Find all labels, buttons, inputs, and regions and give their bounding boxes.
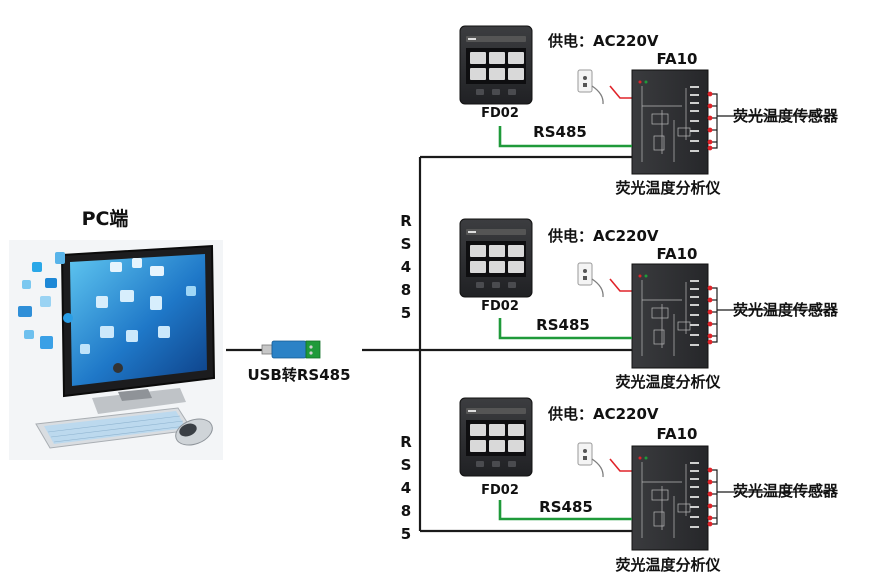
power-outlet-illustration <box>577 69 593 93</box>
fa10-analyzer-device <box>631 445 709 551</box>
app-icon <box>186 286 196 296</box>
bus-label-char: R <box>400 212 412 230</box>
power-label: 供电：AC220V <box>547 227 659 245</box>
converter-group: USB转RS485 <box>226 340 351 384</box>
fd02-display-panel <box>459 218 533 298</box>
sensor-label: 荧光温度传感器 <box>733 482 839 500</box>
bus-label-char: S <box>401 456 412 474</box>
app-icon <box>150 296 162 310</box>
fd02-label: FD02 <box>481 299 519 314</box>
unit-2: FD02 供电：AC220V FA10 荧光温度传感器 RS485 荧光温度分析… <box>459 218 839 391</box>
mouse-illustration <box>175 418 213 446</box>
app-icon <box>32 262 42 272</box>
app-icon <box>55 252 65 264</box>
power-wire <box>609 85 632 99</box>
fd02-display-panel <box>459 25 533 105</box>
fa10-analyzer-device <box>631 69 709 175</box>
bus-label-char: 4 <box>401 479 411 497</box>
power-wire <box>609 458 632 472</box>
converter-label: USB转RS485 <box>247 366 350 384</box>
rs485-bus <box>362 155 636 533</box>
app-icon <box>80 344 90 354</box>
power-cord <box>591 85 604 105</box>
app-icon <box>40 336 53 349</box>
sensor-label: 荧光温度传感器 <box>733 301 839 319</box>
fd02-label: FD02 <box>481 106 519 121</box>
app-icon <box>132 258 142 268</box>
app-icon <box>63 313 73 323</box>
unit-1: FD02 供电：AC220V FA10 荧光温度传感器 RS485 荧光温度分析… <box>459 25 839 197</box>
app-icon <box>96 296 108 308</box>
analyzer-label: 荧光温度分析仪 <box>615 556 721 574</box>
power-wire <box>609 278 632 292</box>
app-icon <box>24 330 34 339</box>
rs485-link <box>498 126 632 148</box>
usb-rs485-converter-illustration <box>261 340 321 359</box>
fa10-analyzer-device <box>631 263 709 369</box>
app-icon <box>110 262 122 272</box>
pc-group: PC端 <box>9 207 223 460</box>
bus-label-char: 5 <box>401 525 411 543</box>
mail-icon <box>18 306 32 317</box>
app-icon <box>120 290 134 302</box>
app-icon <box>40 296 51 307</box>
power-cord <box>591 278 604 298</box>
rs485-link-label: RS485 <box>536 316 590 334</box>
fa10-label: FA10 <box>656 425 697 443</box>
analyzer-label: 荧光温度分析仪 <box>615 373 721 391</box>
bus-label-char: 8 <box>401 502 411 520</box>
app-icon <box>45 278 57 288</box>
power-outlet-illustration <box>577 262 593 286</box>
bus-vertical-label-upper: R S 4 8 5 <box>400 212 412 322</box>
app-icon <box>158 326 170 338</box>
bus-label-char: S <box>401 235 412 253</box>
analyzer-label: 荧光温度分析仪 <box>615 179 721 197</box>
power-label: 供电：AC220V <box>547 32 659 50</box>
pc-monitor-illustration <box>18 244 216 414</box>
app-icon <box>150 266 164 276</box>
pc-title: PC端 <box>82 207 129 230</box>
power-cord <box>591 458 604 478</box>
rs485-link <box>498 318 632 340</box>
fa10-label: FA10 <box>656 50 697 68</box>
bus-label-char: 4 <box>401 258 411 276</box>
fd02-display-panel <box>459 397 533 477</box>
app-icon <box>126 330 138 342</box>
unit-3: FD02 供电：AC220V FA10 荧光温度传感器 RS485 荧光温度分析… <box>459 397 839 574</box>
rs485-link <box>498 500 632 521</box>
power-outlet-illustration <box>577 442 593 466</box>
bus-label-char: R <box>400 433 412 451</box>
app-icons <box>18 252 196 354</box>
bus-label-char: 8 <box>401 281 411 299</box>
app-icon <box>100 326 114 338</box>
rs485-link-label: RS485 <box>539 498 593 516</box>
fd02-label: FD02 <box>481 483 519 498</box>
sensor-label: 荧光温度传感器 <box>733 107 839 125</box>
power-label: 供电：AC220V <box>547 405 659 423</box>
fa10-label: FA10 <box>656 245 697 263</box>
bus-label-char: 5 <box>401 304 411 322</box>
keyboard-illustration <box>35 407 193 449</box>
rs485-link-label: RS485 <box>533 123 587 141</box>
app-icon <box>22 280 31 289</box>
bus-vertical-label-lower: R S 4 8 5 <box>400 433 412 543</box>
